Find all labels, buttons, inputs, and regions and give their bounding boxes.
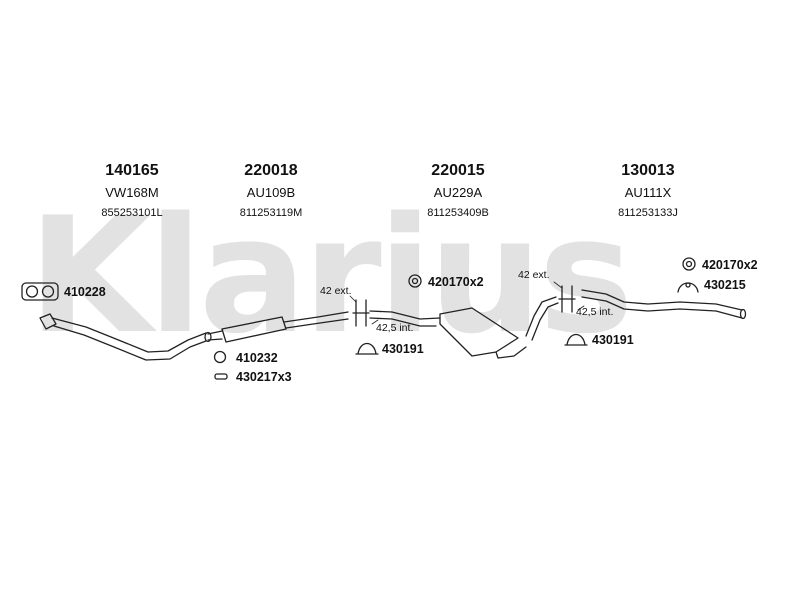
part-label-ring: 410232 bbox=[236, 351, 278, 365]
part-ref: AU111X bbox=[624, 185, 672, 200]
note-int-mid: 42,5 int. bbox=[376, 322, 414, 334]
oem-number: 811253409B bbox=[427, 207, 489, 219]
joint-bracket-mid-icon bbox=[352, 299, 370, 327]
part-code: 220018 bbox=[244, 162, 298, 179]
part-code: 130013 bbox=[621, 162, 675, 179]
rear-silencer-icon bbox=[369, 307, 527, 359]
part-label-rubber-right: 420170x2 bbox=[702, 258, 758, 272]
part-label-clamp-mid: 430191 bbox=[382, 342, 424, 356]
oem-number: 811253119M bbox=[239, 207, 303, 219]
gasket-icon bbox=[21, 282, 59, 301]
part-label-clamp-right: 430191 bbox=[592, 333, 634, 347]
front-pipe-icon bbox=[39, 313, 212, 361]
part-label-rubber-mid: 420170x2 bbox=[428, 275, 484, 289]
hanger-right-icon bbox=[677, 282, 699, 293]
column-header-1: 140165 VW168M 855253101L bbox=[52, 162, 212, 220]
part-ref: AU109B bbox=[246, 185, 296, 200]
tail-pipe-icon bbox=[525, 289, 747, 341]
note-ext-mid: 42 ext. bbox=[320, 285, 352, 297]
oem-number: 855253101L bbox=[101, 207, 163, 219]
bolt-icon bbox=[214, 373, 228, 380]
rubber-mount-mid-icon bbox=[408, 274, 422, 288]
column-header-3: 220015 AU229A 811253409B bbox=[378, 162, 538, 220]
oem-number: 811253133J bbox=[618, 207, 678, 219]
ring-icon bbox=[213, 350, 227, 364]
part-label-bolt: 430217x3 bbox=[236, 370, 292, 384]
part-code: 140165 bbox=[105, 162, 159, 179]
clamp-mid-icon bbox=[355, 342, 379, 355]
central-silencer-icon bbox=[207, 311, 349, 343]
note-ext-right: 42 ext. bbox=[518, 269, 550, 281]
column-header-2: 220018 AU109B 811253119M bbox=[191, 162, 351, 220]
note-int-right: 42,5 int. bbox=[576, 306, 614, 318]
part-code: 220015 bbox=[431, 162, 485, 179]
part-ref: VW168M bbox=[105, 185, 159, 200]
joint-bracket-right-icon bbox=[558, 285, 576, 313]
rubber-mount-right-icon bbox=[682, 257, 696, 271]
part-label-gasket: 410228 bbox=[64, 285, 106, 299]
clamp-right-icon bbox=[564, 333, 588, 346]
part-label-hanger-right: 430215 bbox=[704, 278, 746, 292]
klarius-watermark: Klarius bbox=[28, 182, 634, 369]
column-header-4: 130013 AU111X 811253133J bbox=[568, 162, 728, 220]
part-ref: AU229A bbox=[433, 185, 483, 200]
